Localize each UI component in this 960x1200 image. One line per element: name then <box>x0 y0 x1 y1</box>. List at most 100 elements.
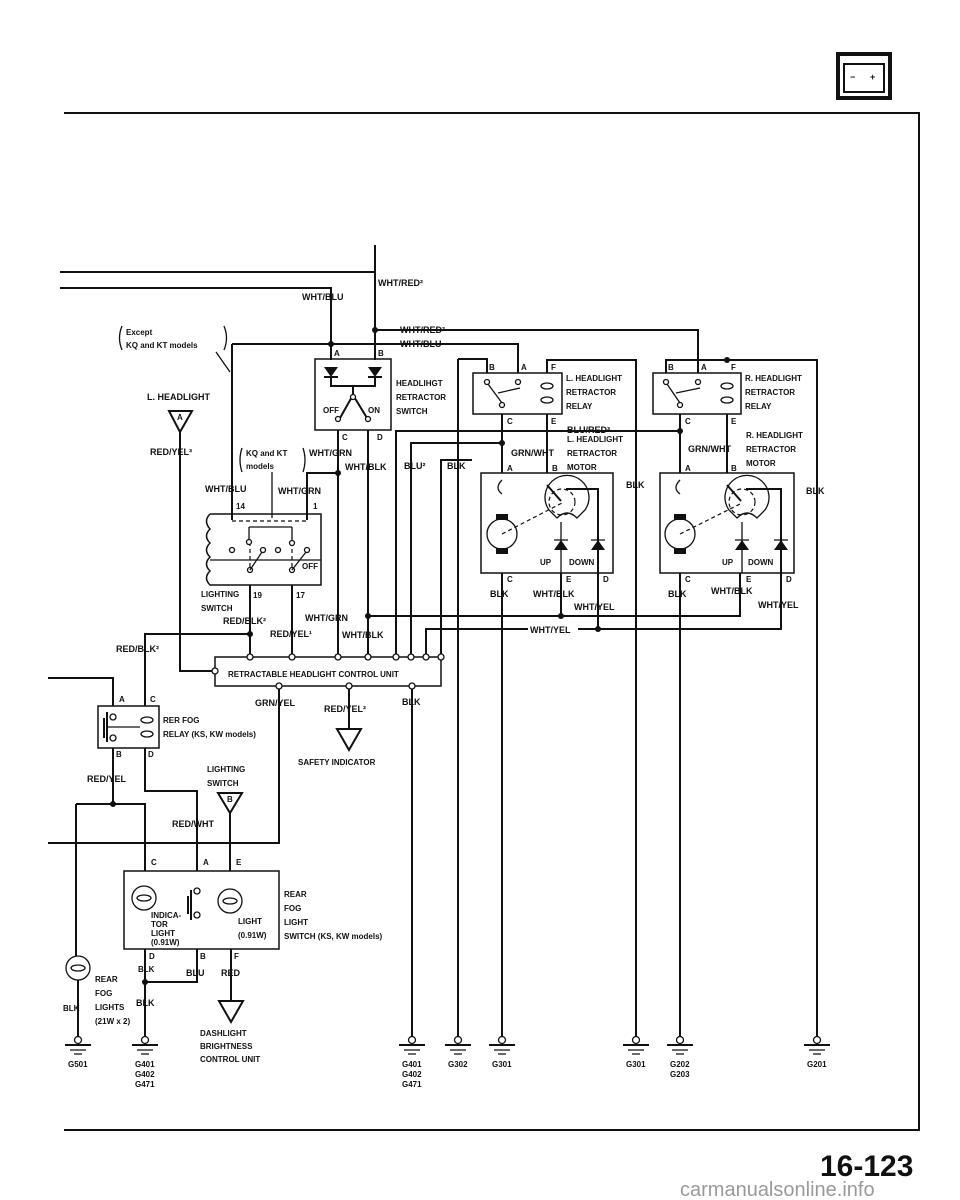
svg-text:A: A <box>507 464 513 473</box>
svg-text:C: C <box>507 575 513 584</box>
svg-text:WHT/BLK: WHT/BLK <box>711 586 753 596</box>
svg-text:B: B <box>668 363 674 372</box>
svg-text:D: D <box>786 575 792 584</box>
svg-text:RED/WHT: RED/WHT <box>172 819 214 829</box>
svg-text:F: F <box>551 363 556 372</box>
wire-label: WHT/BLU <box>400 339 442 349</box>
svg-text:C: C <box>342 433 348 442</box>
ground-label: G301 <box>492 1060 512 1069</box>
rear-fog-relay: A C B D RER FOG RELAY (KS, KW models) RE… <box>87 695 256 784</box>
svg-text:C: C <box>507 417 513 426</box>
ground-label: G402 <box>402 1070 422 1079</box>
ground-label: G202 <box>670 1060 690 1069</box>
svg-text:INDICA-: INDICA- <box>151 911 182 920</box>
svg-text:E: E <box>236 858 242 867</box>
svg-text:BLK: BLK <box>490 589 509 599</box>
svg-text:MOTOR: MOTOR <box>746 459 776 468</box>
svg-text:(21W x 2): (21W x 2) <box>95 1017 130 1026</box>
svg-text:D: D <box>149 952 155 961</box>
ground-label: G302 <box>448 1060 468 1069</box>
svg-text:SAFETY INDICATOR: SAFETY INDICATOR <box>298 758 376 767</box>
svg-text:RETRACTOR: RETRACTOR <box>746 445 796 454</box>
svg-text:LIGHT: LIGHT <box>151 929 175 938</box>
svg-text:RELAY (KS, KW models): RELAY (KS, KW models) <box>163 730 256 739</box>
ground-label: G201 <box>807 1060 827 1069</box>
svg-text:RELAY: RELAY <box>566 402 593 411</box>
svg-text:E: E <box>731 417 737 426</box>
svg-text:DOWN: DOWN <box>748 558 774 567</box>
svg-text:R. HEADLIGHT: R. HEADLIGHT <box>746 431 803 440</box>
page-number: 16-123 <box>820 1150 913 1183</box>
svg-text:F: F <box>234 952 239 961</box>
retractable-headlight-control-unit: RETRACTABLE HEADLIGHT CONTROL UNIT GRN/Y… <box>211 653 445 714</box>
svg-text:A: A <box>177 413 183 422</box>
svg-text:REAR: REAR <box>95 975 118 984</box>
svg-text:WHT/GRN: WHT/GRN <box>309 448 352 458</box>
svg-text:RETRACTOR: RETRACTOR <box>745 388 795 397</box>
lighting-switch-connector: LIGHTING SWITCH B RED/WHT <box>172 765 245 829</box>
ground-label: G501 <box>68 1060 88 1069</box>
battery-minus: − <box>850 72 855 82</box>
r-retractor-motor: R. HEADLIGHT RETRACTOR MOTOR GRN/WHT A B… <box>659 431 803 610</box>
ground-symbol: G201 <box>804 1035 830 1069</box>
svg-text:D: D <box>148 750 154 759</box>
svg-text:REAR: REAR <box>284 890 307 899</box>
svg-text:OFF: OFF <box>302 562 318 571</box>
svg-text:WHT/BLK: WHT/BLK <box>533 589 575 599</box>
except-note: Except KQ and KT models <box>118 325 231 373</box>
rear-fog-light-switch: INDICA- TOR LIGHT (0.91W) LIGHT (0.91W) … <box>123 858 383 1008</box>
svg-text:(0.91W): (0.91W) <box>238 931 267 940</box>
ground-label: G401 <box>135 1060 155 1069</box>
rear-fog-lights: REAR FOG LIGHTS (21W x 2) BLK <box>63 955 130 1026</box>
svg-text:C: C <box>685 417 691 426</box>
svg-text:CONTROL UNIT: CONTROL UNIT <box>200 1055 260 1064</box>
dashlight-brightness-control-unit: DASHLIGHT BRIGHTNESS CONTROL UNIT <box>200 1000 260 1064</box>
wire-label: BLU² <box>404 461 426 471</box>
svg-text:RETRACTOR: RETRACTOR <box>396 393 446 402</box>
svg-text:RETRACTOR: RETRACTOR <box>567 449 617 458</box>
svg-text:A: A <box>685 464 691 473</box>
ground-symbol: G501 <box>65 1035 91 1069</box>
headlight-retractor-switch: A B OFF ON HEADLIHGT RETRACTOR SWITCH C … <box>309 349 446 472</box>
svg-text:RED/BLK²: RED/BLK² <box>116 644 159 654</box>
svg-text:A: A <box>334 349 340 358</box>
svg-text:OFF: OFF <box>323 406 339 415</box>
junction-dots <box>110 327 730 985</box>
svg-text:WHT/YEL: WHT/YEL <box>574 602 615 612</box>
svg-text:B: B <box>116 750 122 759</box>
svg-text:DASHLIGHT: DASHLIGHT <box>200 1029 247 1038</box>
l-retractor-motor: L. HEADLIGHT RETRACTOR MOTOR GRN/WHT A B… <box>480 435 623 612</box>
svg-text:B: B <box>552 464 558 473</box>
svg-text:17: 17 <box>296 591 305 600</box>
svg-text:GRN/WHT: GRN/WHT <box>511 448 554 458</box>
ground-symbol: G301 <box>623 1035 649 1069</box>
svg-text:B: B <box>378 349 384 358</box>
watermark: carmanualsonline.info <box>680 1179 875 1200</box>
svg-text:C: C <box>151 858 157 867</box>
svg-text:LIGHT: LIGHT <box>238 917 262 926</box>
svg-text:L. HEADLIGHT: L. HEADLIGHT <box>566 374 622 383</box>
svg-text:C: C <box>685 575 691 584</box>
lighting-switch: KQ and KT models WHT/BLU WHT/GRN 14 1 OF… <box>116 447 384 654</box>
svg-text:GRN/YEL: GRN/YEL <box>255 698 296 708</box>
svg-text:19: 19 <box>253 591 262 600</box>
svg-text:BLK: BLK <box>668 589 687 599</box>
svg-text:MOTOR: MOTOR <box>567 463 597 472</box>
wire-label: WHT/RED² <box>400 325 445 335</box>
svg-text:WHT/GRN: WHT/GRN <box>305 613 348 623</box>
svg-text:FOG: FOG <box>95 989 112 998</box>
svg-text:DOWN: DOWN <box>569 558 595 567</box>
wire-label: WHT/BLU <box>302 292 344 302</box>
safety-indicator: SAFETY INDICATOR <box>298 728 376 767</box>
svg-text:FOG: FOG <box>284 904 301 913</box>
wire-label: WHT/RED² <box>378 278 423 288</box>
r-retractor-relay: B A F C E R. HEADLIGHT RETRACTOR RELAY B… <box>652 363 825 496</box>
svg-text:KQ and KT: KQ and KT <box>246 449 287 458</box>
svg-text:RER FOG: RER FOG <box>163 716 199 725</box>
svg-text:SWITCH: SWITCH <box>207 779 239 788</box>
svg-text:RED/YEL¹: RED/YEL¹ <box>270 629 312 639</box>
svg-text:L. HEADLIGHT: L. HEADLIGHT <box>567 435 623 444</box>
